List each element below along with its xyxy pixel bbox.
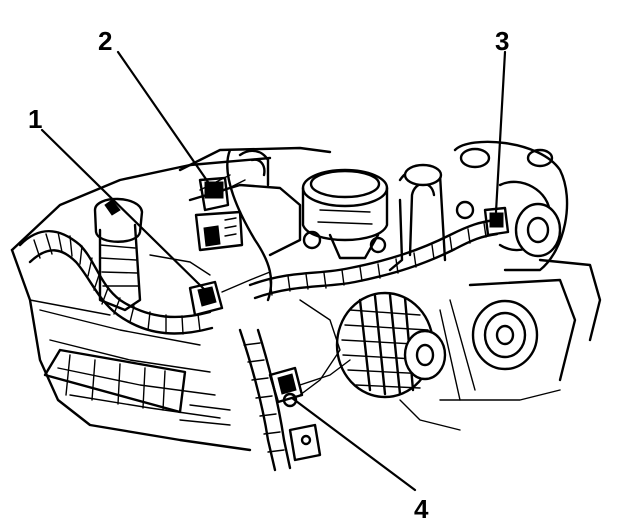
callout-3-label: 3	[495, 26, 509, 56]
sensor-component-3	[455, 200, 510, 237]
callout-3-leader	[494, 50, 507, 214]
belt-pulleys	[439, 258, 602, 401]
callout-2-label: 2	[98, 26, 112, 56]
sensor-component-2	[194, 176, 244, 252]
throttle-body	[301, 168, 389, 260]
sensor-component-4	[268, 359, 351, 408]
callout-4-label: 4	[414, 494, 429, 524]
wiring-harness	[226, 148, 499, 302]
left-fender-shroud	[10, 156, 272, 452]
upper-radiator-hose	[398, 163, 447, 262]
sensor-component-1	[188, 271, 271, 317]
engine-detail-lines	[149, 198, 561, 431]
front-grille	[43, 348, 187, 414]
callout-1-label: 1	[28, 104, 42, 134]
callout-1-leader	[40, 128, 207, 292]
alternator	[335, 291, 447, 399]
callout-4-leader	[290, 396, 417, 492]
callout-2-leader	[116, 50, 210, 184]
water-pump-housing	[453, 140, 569, 272]
lower-hose-bracket	[238, 328, 322, 472]
air-intake-tube	[93, 197, 144, 312]
